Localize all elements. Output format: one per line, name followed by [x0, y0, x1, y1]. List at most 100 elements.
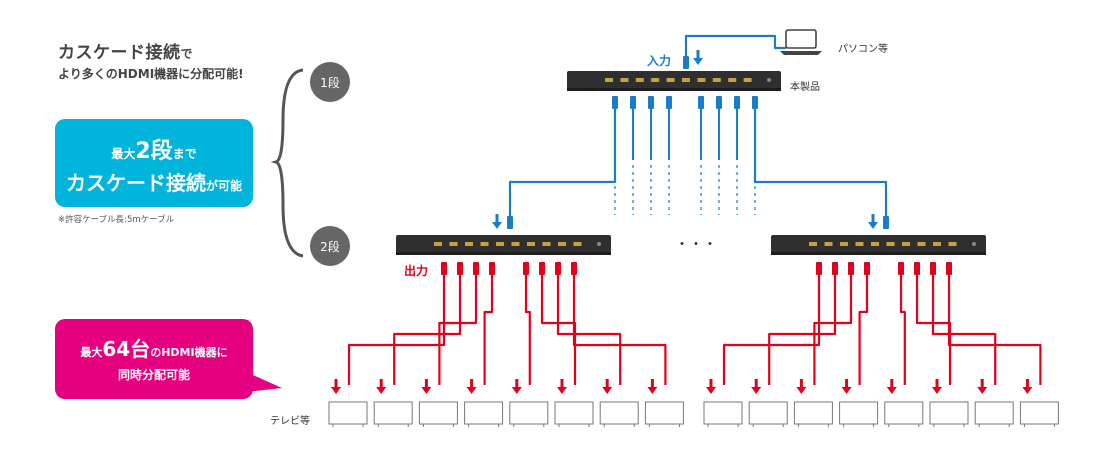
main-output-plug [752, 96, 758, 109]
devices-callout-line1: 最大64台のHDMI機器に [55, 333, 253, 362]
cascade-main: カスケード接続 [65, 171, 206, 195]
cascade-plug-right [883, 216, 889, 229]
headline-suffix: で [180, 47, 194, 61]
second-unit-left-port [480, 242, 489, 246]
right-output-cable [813, 275, 853, 385]
cascade-callout-line1: 最大2段まで [55, 133, 253, 165]
left-output-plug [473, 262, 479, 275]
right-tv-icon [974, 401, 1014, 425]
left-output-cable [572, 275, 667, 385]
right-tv-icon [884, 401, 924, 425]
second-unit-left-port [527, 242, 535, 246]
left-tv-icon [644, 401, 684, 425]
stage2-text: 2段 [320, 239, 340, 254]
right-output-plug [898, 262, 904, 275]
left-tv-icon [328, 401, 368, 425]
main-output-plug [716, 96, 722, 109]
right-output-cable [768, 275, 837, 385]
cascade-callout-line2: カスケード接続が可能 [55, 167, 253, 196]
right-output-arrow-head [932, 387, 942, 394]
second-unit-left-base [396, 252, 611, 255]
devices-callout: 最大64台のHDMI機器に 同時分配可能 [55, 319, 253, 399]
second-unit-right-port [933, 242, 941, 246]
right-output-cable [947, 275, 1042, 385]
right-output-arrow-head [796, 387, 807, 394]
stage-bracket [270, 68, 304, 258]
laptop-screen-icon [785, 29, 817, 49]
second-unit-left-port [558, 242, 566, 246]
main-output-plug [648, 96, 654, 109]
left-output-plug [441, 262, 447, 275]
second-unit-left-port [465, 242, 473, 246]
left-output-cable [393, 275, 462, 385]
devices-callout-line2: 同時分配可能 [117, 368, 190, 382]
right-output-plug [848, 262, 854, 275]
left-output-cable [438, 275, 478, 385]
second-unit-right-port [840, 242, 848, 246]
right-output-plug [946, 262, 952, 275]
second-unit-right-port [886, 242, 895, 246]
left-output-plug [523, 262, 529, 275]
main-output-plug [666, 96, 672, 109]
headline-main: カスケード接続 [58, 43, 181, 63]
main-unit-led [767, 78, 771, 82]
right-tv-icon [1019, 401, 1059, 425]
right-tv-icon [793, 401, 833, 425]
main-output-plug [698, 96, 704, 109]
second-unit-left-led [597, 242, 601, 246]
devices-suffix: のHDMI機器に [150, 346, 228, 359]
right-tv-icon [839, 401, 879, 425]
ellipsis: ・・・ [675, 237, 717, 253]
tv-label: テレビ等 [270, 416, 310, 427]
stage1-text: 1段 [320, 75, 340, 90]
main-unit-port [728, 78, 737, 82]
left-tv-icon [554, 401, 594, 425]
left-output-arrow-head [376, 387, 387, 394]
main-unit-port [682, 78, 690, 82]
right-output-arrow-head [886, 387, 897, 394]
second-unit-left-port [573, 242, 582, 246]
second-unit-right-base [771, 252, 986, 255]
second-unit-right-port [948, 242, 957, 246]
cascade-line2-suffix: が可能 [205, 179, 242, 193]
output-label: 出力 [404, 264, 429, 278]
cascade-arrow-left-head [492, 222, 502, 229]
right-output-plug [930, 262, 936, 275]
main-unit-port [666, 78, 675, 82]
right-output-arrow-head [977, 387, 988, 394]
second-unit-left-port [542, 242, 551, 246]
cascade-prefix: 最大 [111, 147, 136, 161]
second-unit-right-port [824, 242, 833, 246]
main-unit-base [567, 88, 781, 91]
main-unit-port [651, 78, 660, 82]
right-output-arrow-head [706, 387, 716, 394]
right-tv-icon [929, 401, 969, 425]
product-label: 本製品 [790, 82, 820, 93]
right-output-cable [858, 275, 869, 385]
cascade-plug-left [507, 216, 513, 229]
right-output-cable [931, 275, 997, 385]
cascade-cable-left [508, 110, 617, 220]
main-unit-port [712, 78, 721, 82]
input-plug [683, 56, 689, 69]
left-tv-icon [464, 401, 504, 425]
left-output-arrow-head [466, 387, 477, 394]
cascade-callout: 最大2段まで カスケード接続が可能 [55, 119, 253, 207]
stage2-circle [310, 226, 350, 266]
cascade-suffix: まで [172, 147, 197, 161]
left-output-plug [489, 262, 495, 275]
left-output-arrow-head [557, 387, 567, 394]
main-unit-port [697, 78, 706, 82]
callout-tail [246, 372, 282, 392]
left-output-arrow-head [331, 387, 341, 394]
left-tv-icon [418, 401, 458, 425]
right-tv-icon [748, 401, 788, 425]
right-output-cable [899, 275, 906, 385]
second-unit-right-port [871, 242, 879, 246]
second-unit-right-port [809, 242, 817, 246]
second-unit-left-port [511, 242, 520, 246]
cascade-arrow-right-head [868, 222, 878, 229]
right-output-plug [864, 262, 870, 275]
